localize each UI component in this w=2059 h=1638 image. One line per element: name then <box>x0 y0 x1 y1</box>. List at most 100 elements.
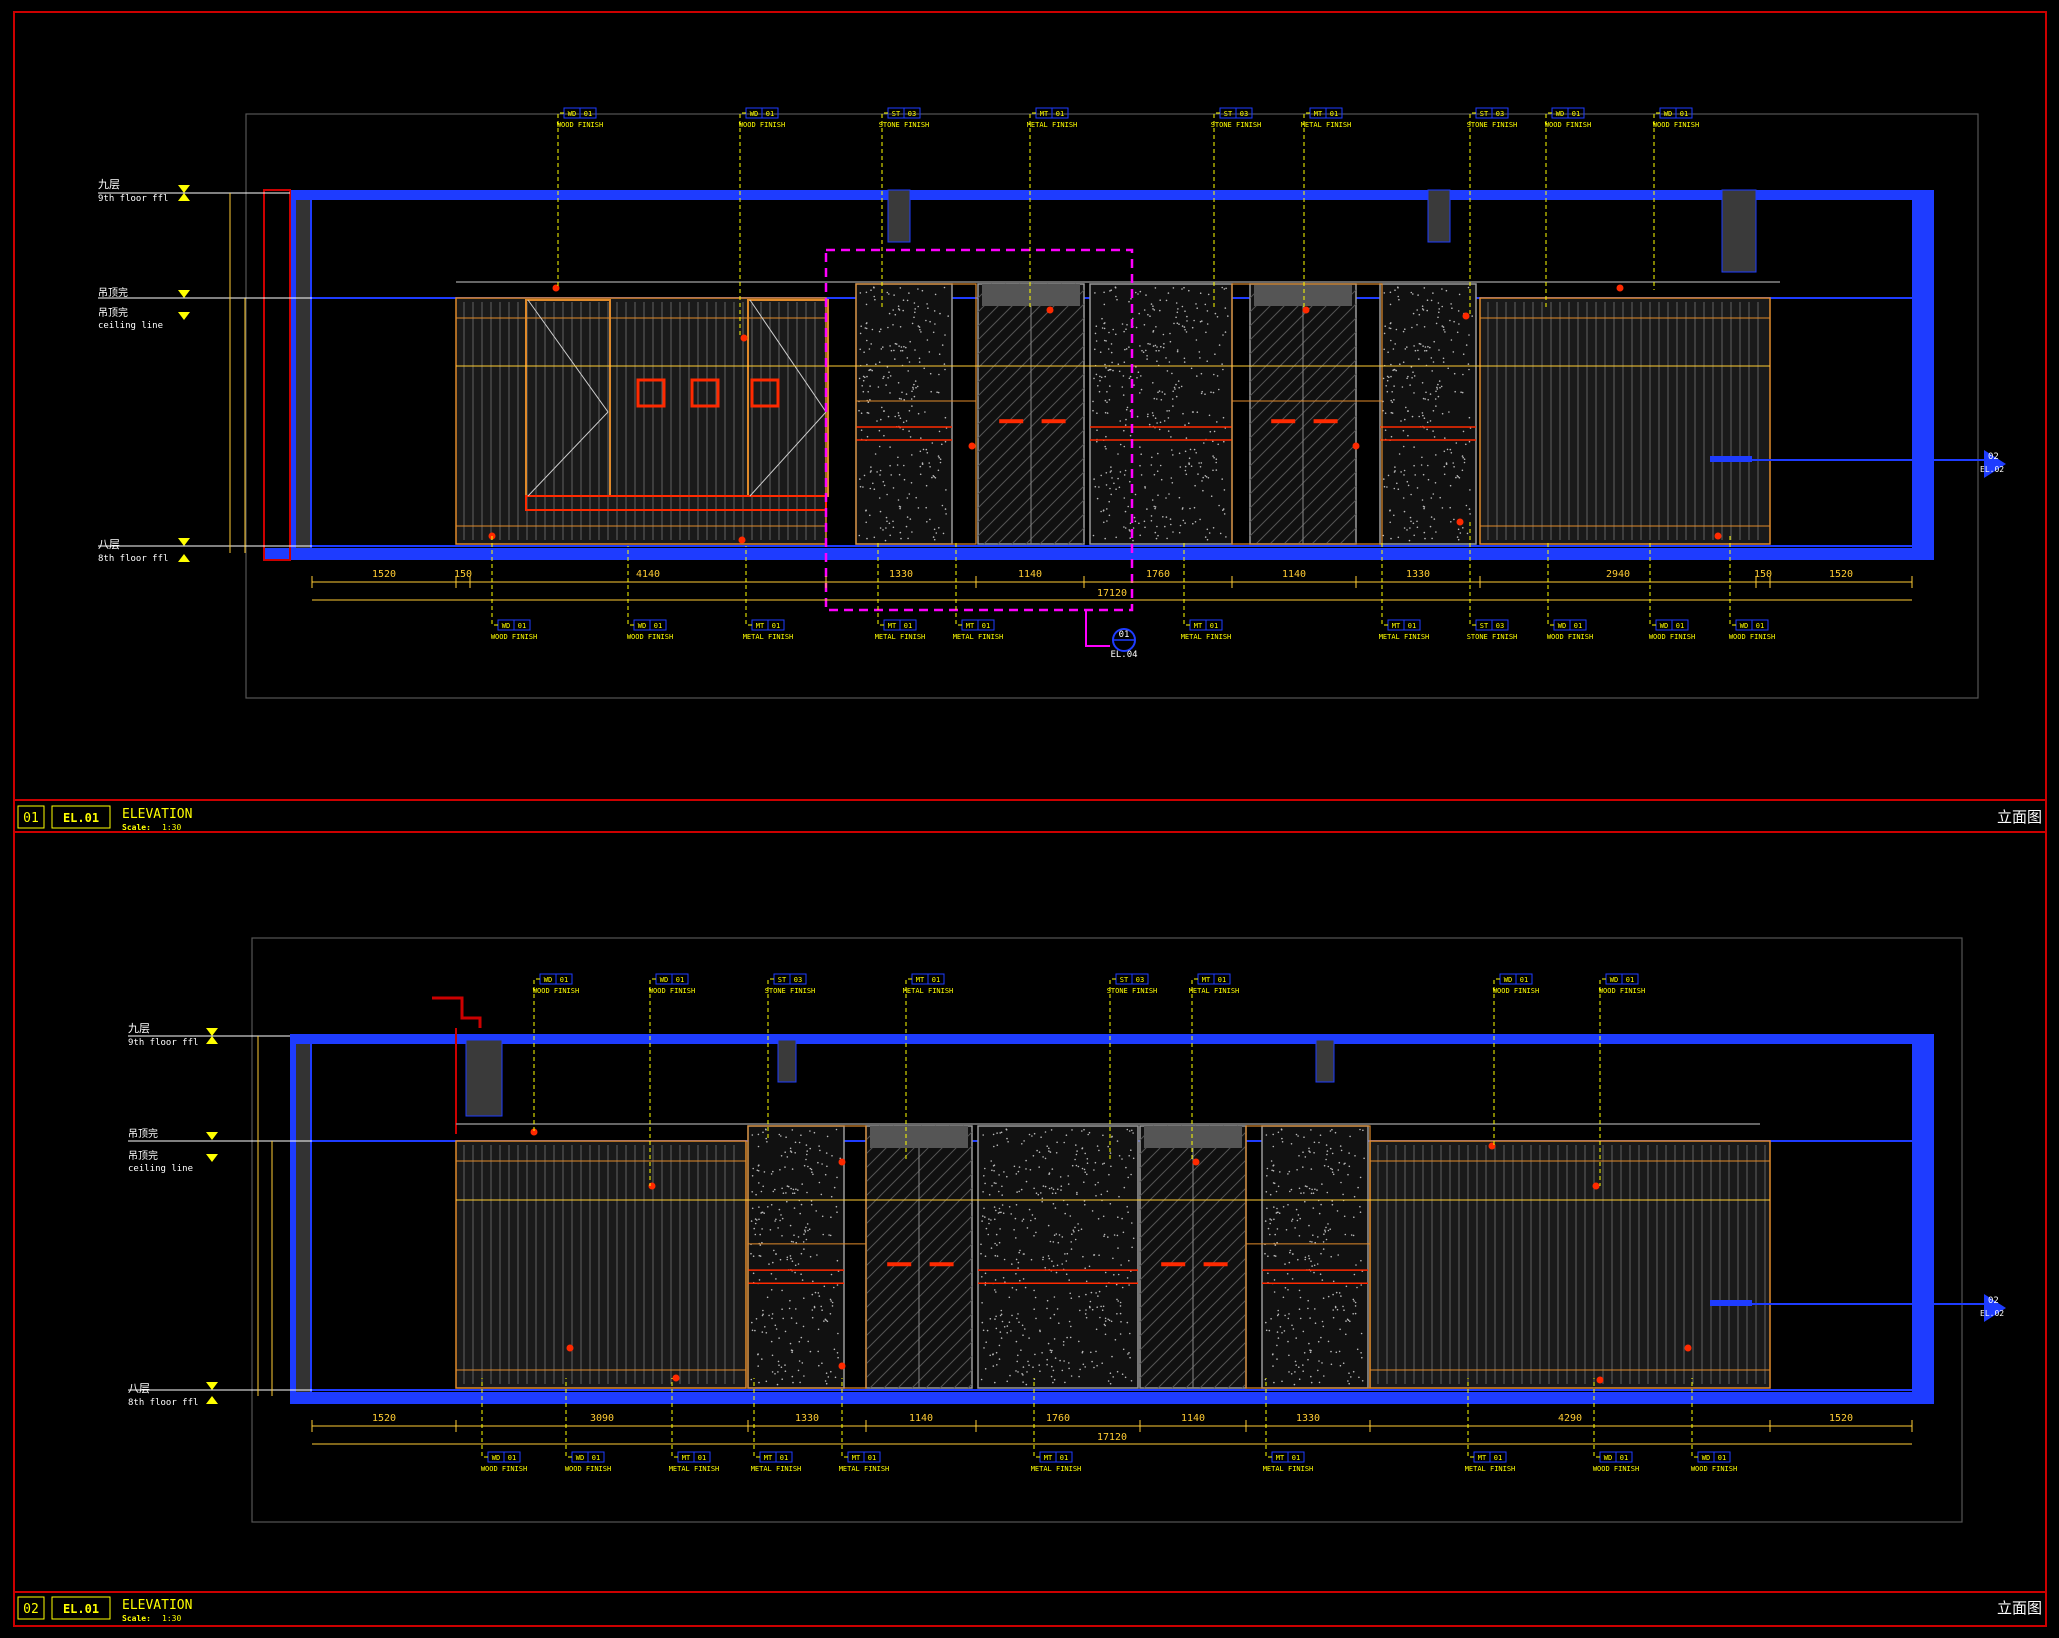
v2-s2-stone-speck <box>1096 1145 1099 1147</box>
v2-s3-stone-speck <box>1326 1150 1329 1152</box>
v1-s1-stone-speck <box>868 369 870 372</box>
v1-s3-stone-speck <box>1437 383 1439 386</box>
v1-s3-stone-speck <box>1429 420 1432 422</box>
v1-s3-stone-speck <box>1402 497 1405 499</box>
v2-s3-stone-speck <box>1348 1372 1350 1374</box>
v1-s2-stone-speck <box>1098 486 1100 488</box>
v1-s2-stone-speck <box>1183 286 1185 289</box>
v2-s3-stone-speck <box>1292 1328 1295 1330</box>
v1-s2-stone-speck <box>1146 358 1148 360</box>
v1-s2-stone-speck <box>1175 383 1177 386</box>
v2-s2-stone-speck <box>1052 1265 1055 1267</box>
v2-s2-stone-speck <box>1044 1266 1046 1269</box>
v2-s2-stone-speck <box>1105 1285 1108 1288</box>
v1-s3-stone-speck <box>1422 397 1425 400</box>
v2-s1-stone-speck <box>760 1190 763 1193</box>
v1-s3-stone-speck <box>1411 415 1414 418</box>
v2-s1-stone-speck <box>756 1219 758 1221</box>
v2-bottom-tag-0-no: 01 <box>508 1454 516 1462</box>
v1-s1-stone-speck <box>911 405 913 407</box>
v2-s1-stone-speck <box>759 1244 762 1246</box>
v1-s2-stone-speck <box>1112 369 1114 372</box>
v2-s3-stone-speck <box>1345 1320 1347 1322</box>
v1-dim-value: 2940 <box>1606 569 1630 580</box>
v2-s3-stone-speck <box>1270 1219 1273 1221</box>
v1-bottom-tag-3-no: 01 <box>904 622 912 630</box>
v2-s2-stone-speck <box>1116 1298 1118 1301</box>
v2-s2-stone-speck <box>1042 1258 1044 1261</box>
view2-section-tick <box>1710 1300 1752 1306</box>
v1-s3-stone-speck <box>1388 327 1391 329</box>
v1-s2-stone-speck <box>1124 510 1127 513</box>
v2-s2-stone-speck <box>1063 1360 1065 1362</box>
v2-s2-stone-speck <box>1015 1289 1018 1291</box>
v2-s1-stone-speck <box>756 1169 759 1172</box>
v1-s3-stone-speck <box>1390 363 1392 366</box>
v1-s3-stone-speck <box>1461 469 1464 472</box>
v1-wall-niche <box>750 378 780 408</box>
v1-s2-stone-speck <box>1188 462 1190 464</box>
v2-s3-stone-speck <box>1357 1186 1359 1189</box>
v1-s3-stone-speck <box>1385 385 1387 387</box>
v1-s3-stone-speck <box>1416 309 1418 311</box>
v1-top-tag-3-note-area <box>1044 130 1060 146</box>
v2-s3-stone-speck <box>1277 1309 1279 1312</box>
v2-s3-stone-speck <box>1322 1248 1325 1250</box>
v1-s1-stone-speck <box>945 489 947 491</box>
v1-s1-stone-speck <box>859 485 862 488</box>
v2-s1-stone-speck <box>809 1255 812 1258</box>
v2-s2-stone-speck <box>1049 1151 1052 1153</box>
v2-s1-stone-speck <box>805 1226 807 1229</box>
v2-s1-stone-speck <box>823 1285 826 1288</box>
v1-reference-marker <box>1714 532 1722 540</box>
v1-top-tag-0-no: 01 <box>584 110 592 118</box>
v1-s1-stone-speck <box>926 339 929 341</box>
v2-top-tag-1-no: 01 <box>676 976 684 984</box>
v2-s3-stone-panel <box>1261 1125 1369 1389</box>
v2-s2-stone-speck <box>993 1170 995 1172</box>
v1-s1-stone-speck <box>929 320 931 323</box>
v1-s1-stone-speck <box>875 363 877 366</box>
v2-s1-stone-speck <box>786 1185 789 1187</box>
v1-s2-stone-speck <box>1221 363 1223 365</box>
v1-s2-stone-speck <box>1207 293 1210 296</box>
v2-s2-stone-speck <box>1022 1366 1025 1368</box>
v2-s1-stone-speck <box>819 1149 821 1152</box>
v1-s2-stone-speck <box>1103 327 1106 330</box>
v2-top-tag-2-no-box <box>789 973 807 985</box>
v1-s3-stone-speck <box>1458 323 1460 325</box>
v2-s2-stone-speck <box>1017 1267 1019 1269</box>
v1-s1-stone-speck <box>897 308 900 310</box>
v2-s3-stone-speck <box>1332 1173 1335 1176</box>
v1-s2-stone-speck <box>1098 390 1101 393</box>
v2-bottom-tag-4-code: MT <box>852 1454 861 1462</box>
v1-s1-stone-speck <box>937 391 940 394</box>
v2-s3-stone-speck <box>1276 1344 1278 1347</box>
v2-s3-stone-speck <box>1318 1381 1321 1384</box>
v1-s2-stone-speck <box>1123 330 1125 333</box>
v1-s2-stone-speck <box>1169 340 1172 343</box>
v1-s1-stone-speck <box>863 474 866 477</box>
v1-s3-stone-speck <box>1467 363 1470 365</box>
v2-dim-value: 3090 <box>590 1413 614 1424</box>
v1-s2-stone-speck <box>1125 328 1127 331</box>
v2-s2-stone-speck <box>1007 1141 1009 1143</box>
v2-s2-stone-speck <box>1054 1357 1057 1359</box>
v2-s1-stone-speck <box>823 1320 825 1322</box>
v2-d2-door-handle-2 <box>1203 1262 1228 1267</box>
v1-s2-stone-speck <box>1136 377 1138 379</box>
v2-s2-stone-speck <box>989 1354 991 1357</box>
v2-s1-stone-speck <box>821 1163 823 1165</box>
v2-d1-door-hatch <box>897 1313 973 1389</box>
v1-top-tag-2-leader <box>881 112 888 310</box>
v2-s2-stone-speck <box>1053 1338 1056 1340</box>
v2-s2-stone-speck <box>1076 1193 1078 1195</box>
v1-s2-stone-speck <box>1219 532 1222 535</box>
v1-s1-stone-speck <box>874 453 877 455</box>
v2-s2-stone-speck <box>1015 1340 1018 1343</box>
v1-s2-stone-speck <box>1092 534 1095 537</box>
v1-s2-stone-speck <box>1218 344 1221 346</box>
v2-s3-stone-speck <box>1354 1301 1357 1304</box>
v1-s3-stone-speck <box>1422 345 1424 347</box>
v1-s3-stone-speck <box>1431 370 1433 372</box>
